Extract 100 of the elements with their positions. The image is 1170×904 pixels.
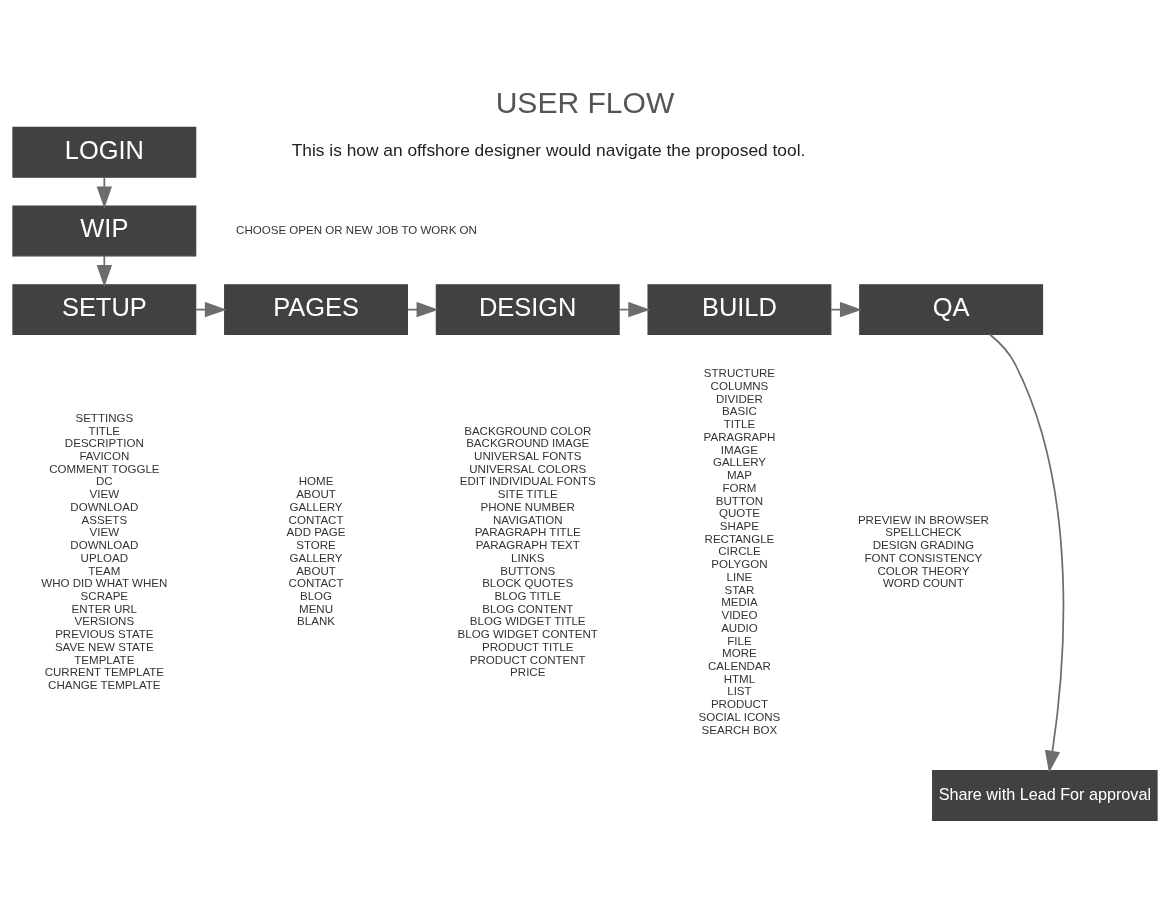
node-label: MORE [722, 646, 757, 659]
diagram-title: USER FLOW [495, 85, 675, 119]
node-label: CONTACT [288, 576, 344, 589]
node-label: FORM [722, 481, 757, 494]
node-label: COLOR THEORY [877, 564, 970, 577]
node-label: TEAM [88, 564, 121, 577]
node-label: BACKGROUND COLOR [464, 424, 592, 437]
node-label: COMMENT TOGGLE [49, 462, 160, 475]
node-label: LINKS [511, 551, 545, 564]
node-label: SCRAPE [80, 589, 129, 602]
node-label: MEDIA [721, 595, 758, 608]
node-box: LOGIN [12, 126, 197, 178]
node-label: SEARCH BOX [701, 723, 778, 736]
node-label: UNIVERSAL FONTS [474, 449, 582, 462]
node-label: WHO DID WHAT WHEN [41, 576, 168, 589]
node-label: BLANK [297, 614, 335, 627]
node-label: HOME [298, 474, 334, 487]
node-label: CHANGE TEMPLATE [48, 678, 161, 691]
node-label: UPLOAD [80, 551, 129, 564]
node-box: PAGES [224, 283, 408, 335]
node-label: SOCIAL ICONS [698, 710, 781, 723]
node-label: FAVICON [79, 449, 130, 462]
node-label: BUTTON [715, 494, 764, 507]
node-label: BLOG WIDGET CONTENT [457, 627, 598, 640]
node-label: SPELLCHECK [885, 525, 962, 538]
node-label: GALLERY [712, 455, 766, 468]
node-label: TITLE [88, 424, 121, 437]
node-label: PRODUCT TITLE [482, 640, 574, 653]
node-box: Share with Lead For approval [932, 769, 1158, 821]
node-label: ABOUT [296, 564, 336, 577]
node-label: ADD PAGE [286, 525, 346, 538]
node-label: HTML [723, 672, 756, 685]
node-box: SETUP [12, 283, 197, 335]
node-label: DESCRIPTION [64, 436, 144, 449]
node-label: SAVE NEW STATE [54, 640, 154, 653]
node-label: QUOTE [718, 506, 760, 519]
node-label: SETTINGS [75, 411, 134, 424]
node-label: DOWNLOAD [70, 538, 139, 551]
node-label: TITLE [723, 417, 756, 430]
node-label: ASSETS [81, 513, 128, 526]
node-label: POLYGON [711, 557, 768, 570]
node-label: RECTANGLE [704, 532, 775, 545]
label: This is how an offshore designer would navigate the proposed tool. [291, 139, 806, 160]
node-label: EDIT INDIVIDUAL FONTS [459, 474, 596, 487]
node-label: ABOUT [296, 487, 336, 500]
node-label: PARAGRAPH TEXT [475, 538, 580, 551]
node-label: STAR [724, 583, 755, 596]
node-label: CURRENT TEMPLATE [44, 665, 165, 678]
node-label: BLOG TITLE [494, 589, 561, 602]
node-label: SITE TITLE [497, 487, 558, 500]
arrow [96, 254, 113, 287]
node-label: CHOOSE OPEN OR NEW JOB TO WORK ON [236, 223, 477, 236]
node-label: BLOCK QUOTES [482, 576, 574, 589]
node-label: STRUCTURE [703, 366, 776, 379]
node-label: BLOG [299, 589, 333, 602]
node-label: UNIVERSAL COLORS [469, 462, 587, 475]
node-label: VIDEO [721, 608, 758, 621]
node-label: STORE [296, 538, 336, 551]
node-label: BLOG WIDGET TITLE [469, 614, 586, 627]
node-label: DOWNLOAD [70, 500, 139, 513]
node-label: SHAPE [719, 519, 760, 532]
node-box: BUILD [647, 283, 832, 335]
node-label: ENTER URL [71, 602, 138, 615]
node-label: FILE [727, 634, 752, 647]
node-label: COLUMNS [710, 379, 769, 392]
node-label: PREVIEW IN BROWSER [857, 513, 989, 526]
node-label: MAP [726, 468, 752, 481]
node-label: GALLERY [289, 500, 343, 513]
node-label: PREVIOUS STATE [55, 627, 154, 640]
node-label: BUTTONS [500, 564, 556, 577]
node-label: BASIC [722, 404, 757, 417]
node-label: PARAGRAPH [703, 430, 776, 443]
node-label: PARAGRAPH TITLE [474, 525, 581, 538]
node-label: AUDIO [721, 621, 758, 634]
node-label: WORD COUNT [882, 576, 964, 589]
node-box: WIP [12, 205, 197, 256]
node-label: DESIGN GRADING [872, 538, 975, 551]
node-label: PRODUCT CONTENT [469, 653, 586, 666]
node-label: CALENDAR [707, 659, 771, 672]
node-label: PHONE NUMBER [480, 500, 575, 513]
node-label: NAVIGATION [492, 513, 563, 526]
node-label: PRICE [510, 665, 546, 678]
node-label: BLOG CONTENT [482, 602, 574, 615]
node-label: DC [95, 474, 113, 487]
node-label: PRODUCT [710, 697, 768, 710]
node-label: GALLERY [289, 551, 343, 564]
node-label: LIST [727, 684, 752, 697]
node-label: IMAGE [720, 443, 759, 456]
node-label: TEMPLATE [74, 653, 135, 666]
node-label: CONTACT [288, 513, 344, 526]
node-label: MENU [299, 602, 334, 615]
node-label: VIEW [89, 525, 120, 538]
arrow [96, 175, 113, 208]
node-box: QA [859, 283, 1044, 335]
node-label: BACKGROUND IMAGE [466, 436, 590, 449]
node-label: CIRCLE [718, 544, 761, 557]
node-label: LINE [726, 570, 753, 583]
node-label: VERSIONS [74, 614, 135, 627]
node-box: DESIGN [435, 283, 620, 335]
node-label: DIVIDER [716, 392, 763, 405]
